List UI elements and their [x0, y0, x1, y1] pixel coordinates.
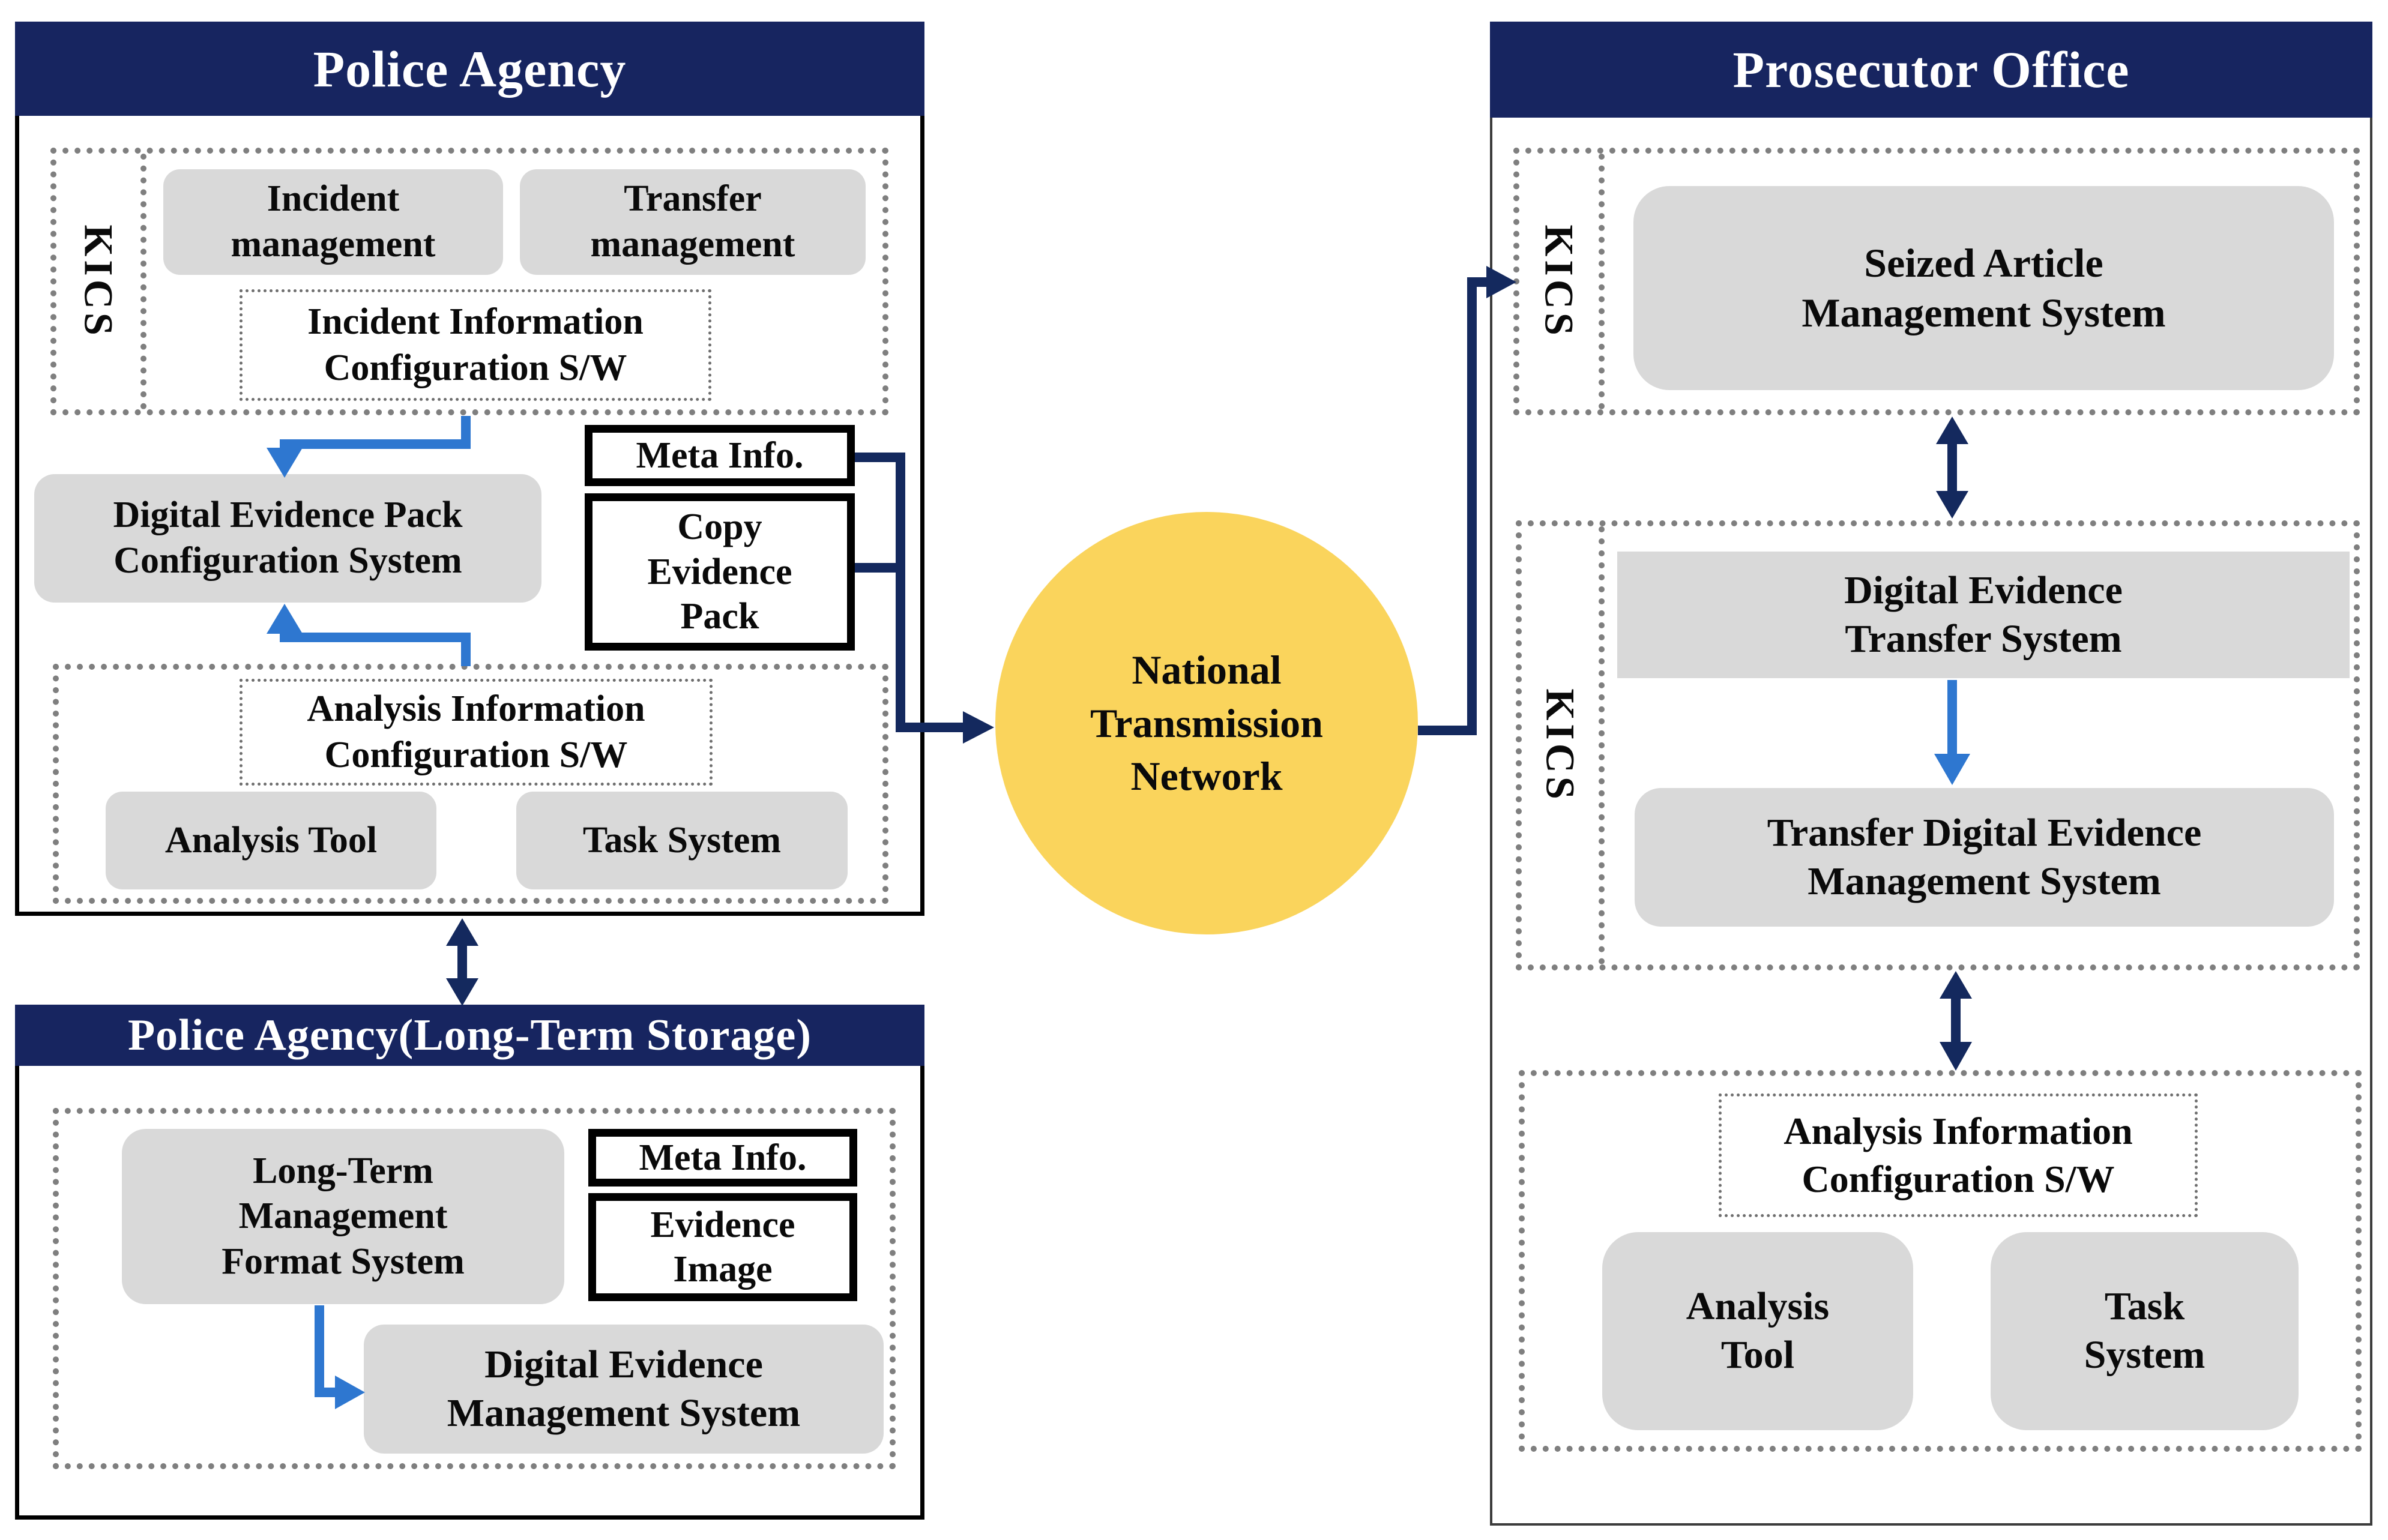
national-transmission-network-circle: National Transmission Network — [995, 512, 1418, 934]
transfer-digital-evidence-mgmt-label: Transfer Digital Evidence Management Sys… — [1767, 810, 2202, 903]
transfer-digital-evidence-mgmt-box: Transfer Digital Evidence Management Sys… — [1635, 788, 2334, 927]
prosecutor-kics-mid-strip: KICS — [1522, 526, 1605, 964]
prosecutor-kics-top-strip: KICS — [1519, 154, 1605, 409]
task-system-box-prosecutor: Task System — [1991, 1232, 2299, 1430]
evidence-image-label: Evidence Image — [650, 1204, 795, 1290]
prosecutor-office-title: Prosecutor Office — [1732, 41, 2130, 98]
prosecutor-kics-top-container — [1513, 148, 2360, 415]
digital-evidence-pack-config-label: Digital Evidence Pack Configuration Syst… — [113, 495, 463, 581]
task-system-box-police: Task System — [516, 792, 848, 889]
longterm-dotted-container — [53, 1108, 896, 1469]
prosecutor-kics-top-label: KICS — [1536, 224, 1582, 339]
police-kics-container — [50, 148, 888, 415]
prosecutor-analysis-container — [1519, 1070, 2362, 1452]
analysis-tool-box-police: Analysis Tool — [106, 792, 436, 889]
meta-info-label-longterm: Meta Info. — [639, 1137, 807, 1178]
evidence-image-box: Evidence Image — [588, 1193, 857, 1301]
longterm-storage-header: Police Agency(Long-Term Storage) — [15, 1005, 924, 1066]
police-agency-title: Police Agency — [313, 40, 627, 98]
digital-evidence-transfer-box: Digital Evidence Transfer System — [1617, 552, 2350, 678]
digital-evidence-pack-config-box: Digital Evidence Pack Configuration Syst… — [34, 474, 541, 603]
digital-evidence-mgmt-label: Digital Evidence Management System — [447, 1342, 801, 1435]
task-system-label-prosecutor: Task System — [2084, 1284, 2206, 1377]
transfer-management-label: Transfer management — [590, 178, 795, 265]
digital-evidence-transfer-label: Digital Evidence Transfer System — [1844, 568, 2123, 661]
police-analysis-container — [53, 664, 888, 904]
transfer-management-box: Transfer management — [520, 169, 866, 275]
longterm-mgmt-format-label: Long-Term Management Format System — [222, 1150, 465, 1282]
digital-evidence-mgmt-box: Digital Evidence Management System — [364, 1325, 884, 1454]
meta-info-box-longterm: Meta Info. — [588, 1129, 857, 1187]
analysis-tool-label-prosecutor: Analysis Tool — [1686, 1284, 1830, 1377]
arrow-police-longterm-double — [446, 918, 478, 1006]
prosecutor-kics-mid-container — [1516, 520, 2360, 970]
incident-info-config-sw-box: Incident Information Configuration S/W — [240, 289, 711, 401]
incident-info-config-sw-label: Incident Information Configuration S/W — [307, 301, 644, 389]
task-system-label-police: Task System — [582, 819, 782, 861]
police-kics-label: KICS — [76, 224, 122, 339]
analysis-info-config-sw-label-prosecutor: Analysis Information Configuration S/W — [1783, 1110, 2133, 1200]
analysis-info-config-sw-label-police: Analysis Information Configuration S/W — [307, 688, 645, 776]
national-transmission-network-label: National Transmission Network — [1090, 647, 1323, 799]
meta-info-label-police: Meta Info. — [636, 435, 804, 476]
seized-article-mgmt-label: Seized Article Management System — [1802, 240, 2166, 335]
analysis-tool-box-prosecutor: Analysis Tool — [1602, 1232, 1913, 1430]
copy-evidence-pack-label: Copy Evidence Pack — [647, 507, 792, 637]
incident-management-label: Incident management — [231, 178, 436, 265]
analysis-info-config-sw-box-police: Analysis Information Configuration S/W — [240, 679, 713, 786]
meta-info-box-police: Meta Info. — [585, 425, 855, 486]
incident-management-box: Incident management — [163, 169, 503, 275]
copy-evidence-pack-box: Copy Evidence Pack — [585, 493, 855, 651]
prosecutor-office-header: Prosecutor Office — [1490, 22, 2372, 118]
longterm-mgmt-format-box: Long-Term Management Format System — [122, 1129, 564, 1304]
longterm-storage-title: Police Agency(Long-Term Storage) — [127, 1010, 812, 1060]
police-agency-header: Police Agency — [15, 22, 924, 116]
analysis-info-config-sw-box-prosecutor: Analysis Information Configuration S/W — [1719, 1093, 2198, 1217]
seized-article-mgmt-box: Seized Article Management System — [1633, 186, 2334, 390]
police-kics-strip: KICS — [56, 154, 146, 409]
prosecutor-kics-mid-label: KICS — [1537, 688, 1584, 803]
analysis-tool-label-police: Analysis Tool — [164, 819, 378, 861]
